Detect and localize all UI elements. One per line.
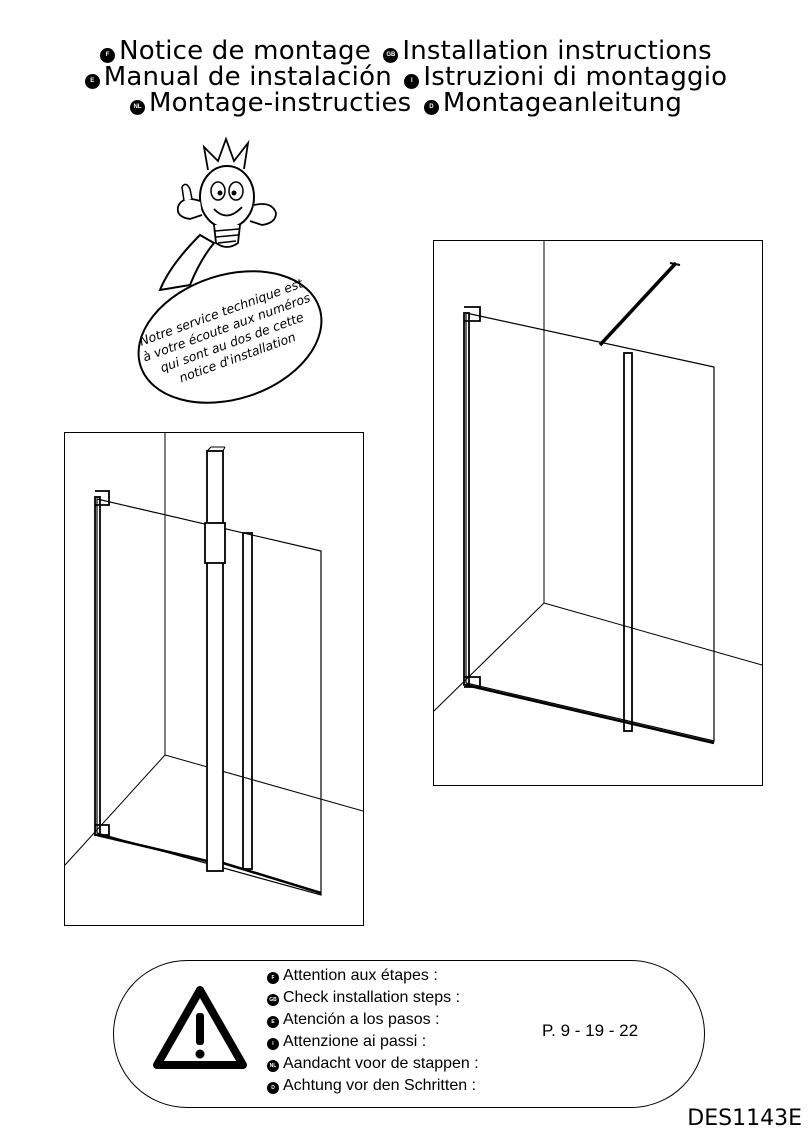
shower-screen-drawing-icon [434, 241, 762, 745]
title-de: Montageanleitung [442, 88, 683, 118]
title-it: Istruzioni di montaggio [423, 62, 728, 92]
flag-d-icon: D [267, 1082, 279, 1094]
lightbulb-mascot-icon: Notre service technique est à votre écou… [137, 136, 323, 404]
flag-f-icon: F [267, 972, 279, 984]
flag-i-icon: I [404, 74, 420, 89]
flag-i-icon: I [267, 1038, 279, 1050]
warning-triangle-icon [153, 986, 247, 1069]
title-fr: Notice de montage [119, 36, 371, 66]
flag-gb-icon: GB [267, 994, 279, 1006]
document-code: DES1143E [687, 1106, 802, 1131]
flag-d-icon: D [423, 100, 439, 115]
flag-f-icon: F [100, 48, 116, 63]
title-gb: Installation instructions [402, 36, 712, 66]
flag-nl-icon: NL [267, 1060, 279, 1072]
flag-nl-icon: NL [129, 100, 145, 115]
illustration-screen-with-profile [64, 432, 364, 926]
title-es: Manual de instalación [103, 62, 392, 92]
title-nl: Montage-instructies [148, 88, 412, 118]
flag-e-icon: E [267, 1016, 279, 1028]
warning-panel [113, 960, 705, 1108]
page-references: P. 9 - 19 - 22 [542, 1021, 639, 1040]
flag-gb-icon: GB [383, 48, 399, 63]
shower-screen-profile-drawing-icon [65, 433, 363, 896]
illustration-installed-screen [433, 240, 763, 786]
flag-e-icon: E [84, 74, 100, 89]
